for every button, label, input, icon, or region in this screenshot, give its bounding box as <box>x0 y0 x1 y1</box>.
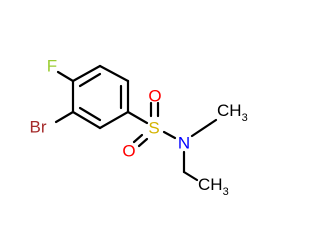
methyl-upper-label: CH3 <box>217 101 248 124</box>
bond-s-o-bottom-a <box>132 133 144 144</box>
bond-s-o-bottom-b <box>137 137 149 148</box>
bond-s-n <box>162 130 177 140</box>
ring-inner-bond-a <box>78 72 102 88</box>
bond-c6-br <box>54 110 75 124</box>
bond-c4-s <box>126 110 149 125</box>
ring-bond-c1-c2 <box>71 64 102 83</box>
methyl-upper-subscript: 3 <box>242 112 248 124</box>
ring-bond-c5-c6 <box>71 110 102 130</box>
ring-bond-c2-c3 <box>98 64 130 83</box>
methyl-lower-main: CH <box>198 175 223 194</box>
bond-n-ch2-upper <box>190 122 212 138</box>
sulfur-label: S <box>148 119 159 138</box>
oxygen-top-label: O <box>148 87 161 106</box>
methyl-upper-main: CH <box>217 101 242 120</box>
bond-ch2-ch3-upper <box>208 118 218 126</box>
methyl-lower-subscript: 3 <box>223 186 229 198</box>
bond-c1-f <box>56 70 75 83</box>
fluorine-label: F <box>47 57 57 76</box>
ring-bond-c4-c5 <box>98 110 130 130</box>
bond-ch2-ch3-lower <box>182 170 199 182</box>
atom-labels: F Br S O O N CH3 CH3 <box>30 57 248 199</box>
nitrogen-label: N <box>178 134 190 153</box>
methyl-lower-label: CH3 <box>198 175 229 198</box>
oxygen-bottom-label: O <box>122 142 135 161</box>
ring-inner-bond-c <box>78 106 102 122</box>
bromine-label: Br <box>30 118 47 137</box>
bonds <box>54 64 218 182</box>
molecule-diagram: F Br S O O N CH3 CH3 <box>30 57 248 199</box>
